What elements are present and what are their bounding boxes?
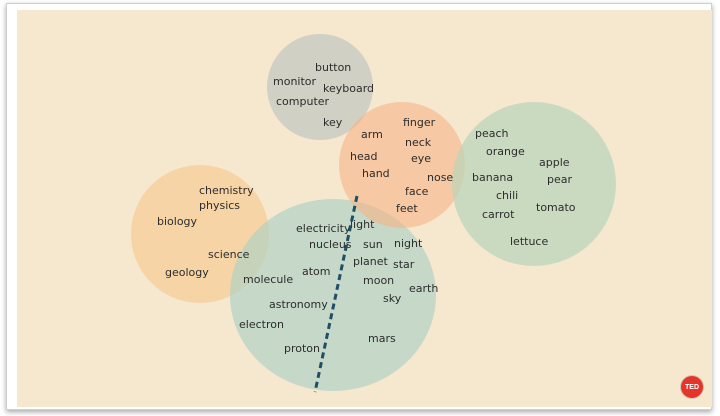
slide-frame: button monitor keyboard computer key fin… bbox=[6, 3, 712, 410]
word-cluster-diagram: button monitor keyboard computer key fin… bbox=[17, 10, 712, 407]
word-monitor: monitor bbox=[273, 75, 317, 88]
word-science: science bbox=[208, 248, 250, 261]
word-proton: proton bbox=[284, 342, 321, 355]
word-eye: eye bbox=[411, 152, 432, 165]
word-key: key bbox=[323, 116, 343, 129]
word-sun: sun bbox=[363, 238, 383, 251]
word-apple: apple bbox=[539, 156, 570, 169]
word-chili: chili bbox=[496, 189, 519, 202]
word-neck: neck bbox=[405, 136, 432, 149]
food-cluster-circle bbox=[452, 102, 616, 266]
word-nucleus: nucleus bbox=[309, 238, 352, 251]
word-lettuce: lettuce bbox=[510, 235, 549, 248]
word-feet: feet bbox=[396, 202, 418, 215]
word-earth: earth bbox=[409, 282, 439, 295]
word-astronomy: astronomy bbox=[269, 298, 328, 311]
space-cluster-circle bbox=[230, 199, 436, 391]
word-keyboard: keyboard bbox=[323, 82, 375, 95]
word-physics: physics bbox=[199, 199, 241, 212]
word-biology: biology bbox=[157, 215, 198, 228]
dashed-divider-line bbox=[313, 195, 359, 393]
word-head: head bbox=[350, 150, 378, 163]
word-sky: sky bbox=[383, 292, 402, 305]
word-pear: pear bbox=[547, 173, 573, 186]
word-tomato: tomato bbox=[536, 201, 576, 214]
word-computer: computer bbox=[276, 95, 330, 108]
word-peach: peach bbox=[475, 127, 509, 140]
word-star: star bbox=[393, 258, 415, 271]
word-electricity: electricity bbox=[296, 222, 351, 235]
word-nose: nose bbox=[427, 171, 454, 184]
word-orange: orange bbox=[486, 145, 525, 158]
word-chemistry: chemistry bbox=[199, 184, 254, 197]
word-face: face bbox=[405, 185, 429, 198]
word-geology: geology bbox=[165, 266, 209, 279]
word-banana: banana bbox=[472, 171, 514, 184]
word-moon: moon bbox=[363, 274, 395, 287]
word-night: night bbox=[394, 237, 423, 250]
word-button: button bbox=[315, 61, 352, 74]
ted-logo-badge[interactable]: TED bbox=[681, 376, 703, 398]
word-finger: finger bbox=[403, 116, 436, 129]
word-mars: mars bbox=[368, 332, 396, 345]
word-carrot: carrot bbox=[482, 208, 515, 221]
word-hand: hand bbox=[362, 167, 390, 180]
word-planet: planet bbox=[353, 255, 388, 268]
body-cluster-circle bbox=[339, 102, 465, 228]
word-light: light bbox=[350, 218, 375, 231]
word-molecule: molecule bbox=[243, 273, 294, 286]
word-electron: electron bbox=[239, 318, 284, 331]
word-atom: atom bbox=[302, 265, 331, 278]
word-arm: arm bbox=[361, 128, 383, 141]
